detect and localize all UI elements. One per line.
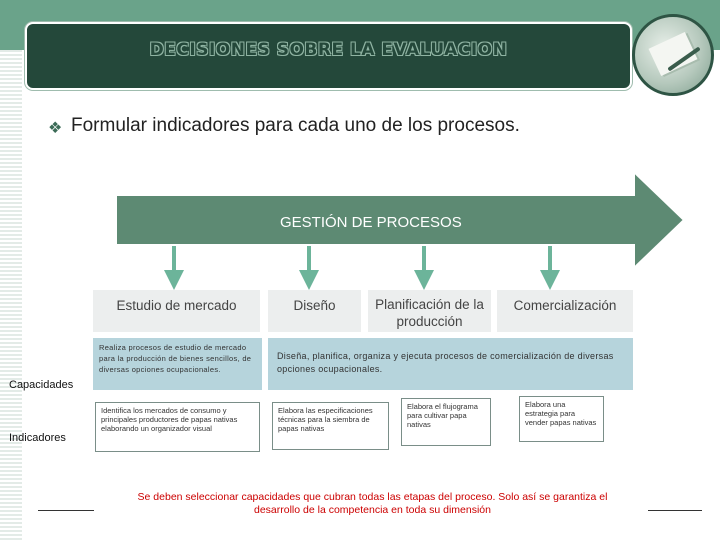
process-commercialization: Comercialización: [497, 290, 633, 332]
process-management-label: GESTIÓN DE PROCESOS: [280, 214, 462, 231]
process-design: Diseño: [268, 290, 361, 332]
footer-line-right: [648, 510, 702, 511]
indicator-production-planning: Elabora el flujograma para cultivar papa…: [401, 398, 491, 446]
down-arrow-1: [164, 246, 184, 290]
indicator-commercialization: Elabora una estrategia para vender papas…: [519, 396, 604, 442]
title-bar: DECISIONES SOBRE LA EVALUACION: [25, 22, 632, 90]
slide-title: DECISIONES SOBRE LA EVALUACION: [149, 40, 508, 60]
capacity-market-study: Realiza procesos de estudio de mercado p…: [93, 338, 262, 390]
row-label-indicadores: Indicadores: [9, 432, 66, 444]
left-decorative-strip: [0, 50, 22, 540]
diamond-bullet-icon: ❖: [48, 120, 63, 137]
footnote-text: Se deben seleccionar capacidades que cub…: [137, 491, 608, 516]
process-production-planning: Planificación de la producción: [368, 290, 491, 332]
writing-hand-image: [632, 14, 714, 96]
slide-bullet-text: Formular indicadores para cada uno de lo…: [71, 115, 520, 136]
capacity-design-planning-commercialization: Diseña, planifica, organiza y ejecuta pr…: [268, 338, 633, 390]
indicator-design: Elabora las especificaciones técnicas pa…: [272, 402, 389, 450]
process-market-study: Estudio de mercado: [93, 290, 260, 332]
down-arrows: [164, 246, 560, 290]
down-arrow-4: [540, 246, 560, 290]
indicator-market-study: Identifica los mercados de consumo y pri…: [95, 402, 260, 452]
down-arrow-3: [414, 246, 434, 290]
down-arrow-2: [299, 246, 319, 290]
footer-line-left: [38, 510, 94, 511]
row-label-capacidades: Capacidades: [9, 379, 74, 391]
